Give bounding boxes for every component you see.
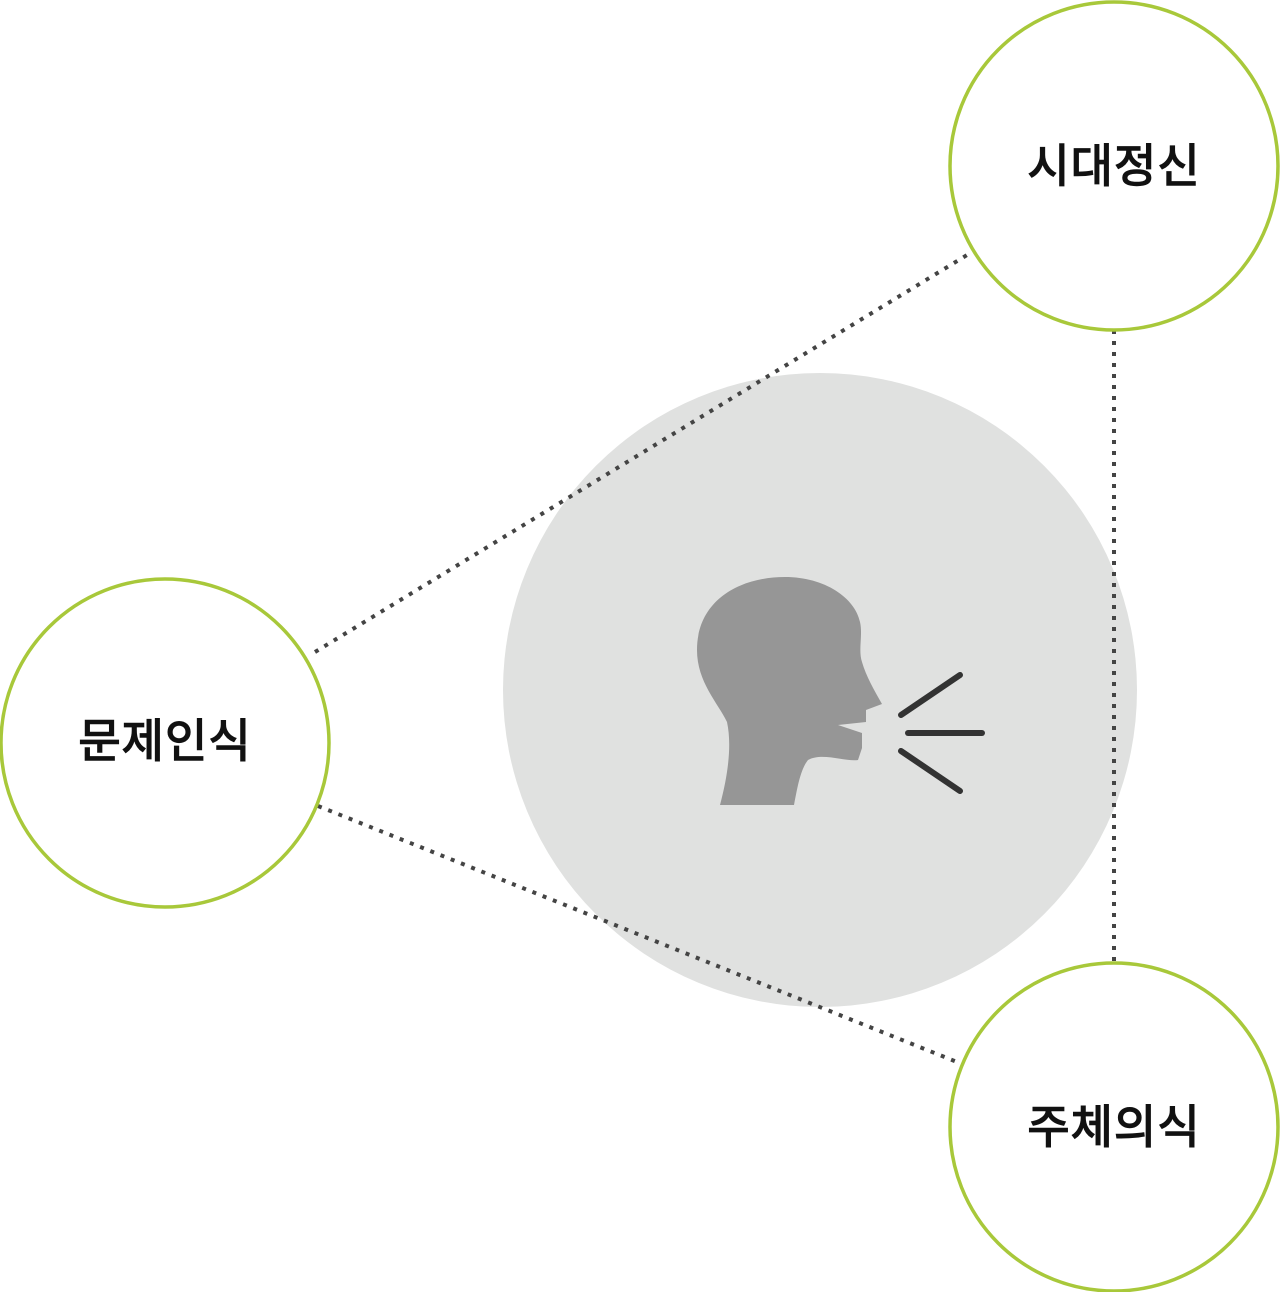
- node-circle-left: [0, 577, 331, 909]
- sound-waves: [898, 672, 985, 794]
- node-label-bottom-right: 주체의식: [1027, 1100, 1201, 1154]
- node-circle-bottom-right: [948, 961, 1280, 1292]
- speaking-head-icon: [697, 577, 985, 805]
- node-label-top-right: 시대정신: [1027, 139, 1201, 193]
- sound-line-lower: [898, 748, 963, 794]
- connector-left-to-top: [313, 250, 974, 654]
- node-circle-top-right: [948, 0, 1280, 332]
- connectors: [313, 250, 1116, 1066]
- head-silhouette: [697, 577, 882, 805]
- sound-line-upper: [898, 672, 963, 718]
- node-label-left: 문제인식: [78, 714, 252, 768]
